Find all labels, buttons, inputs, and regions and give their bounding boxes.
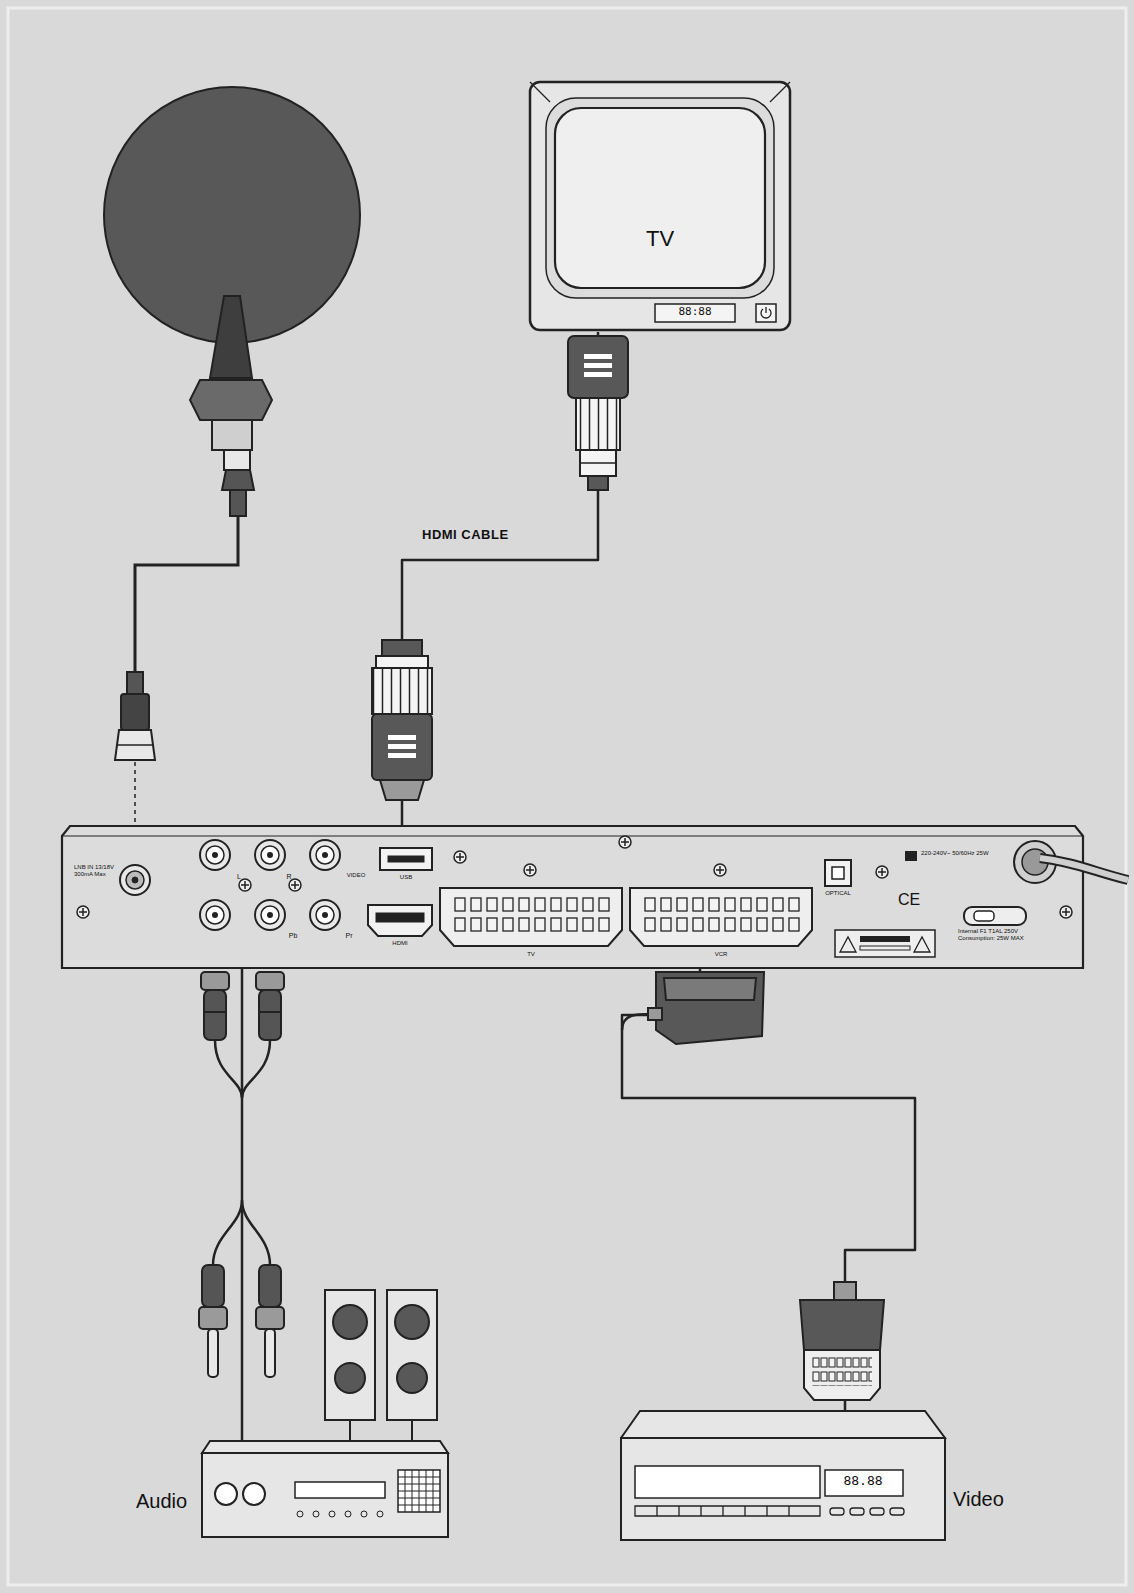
port-label: LNB IN 13/18V 300mA Max (74, 864, 118, 878)
display-digits: 88:88 (657, 306, 733, 319)
port-label: USB (392, 874, 420, 881)
hdmi-plugs (372, 336, 628, 800)
port-label: Pb (285, 932, 301, 940)
device-label: Video (953, 1488, 1033, 1511)
port-label: L (234, 873, 244, 881)
device-label: Audio (136, 1490, 200, 1513)
satellite-dish (104, 87, 360, 864)
port-label: Pr (341, 932, 357, 940)
port-label: HDMI (384, 940, 416, 947)
rating-label: 220-240V~ 50/60Hz 25W (921, 850, 1005, 857)
cable-connector (622, 968, 915, 1410)
page-frame (8, 8, 1126, 1585)
port-label: VCR (709, 951, 733, 958)
video-recorder: Video 88.88 (620, 1410, 1050, 1545)
display-digits: 88.88 (828, 1474, 898, 1489)
port-label: VIDEO (341, 872, 371, 879)
port-label: R (284, 873, 294, 881)
screw-symbols (77, 836, 1072, 918)
receiver-panel: LNB IN 13/18V 300mA MaxL R VIDEO Pb Pr USB HDM… (62, 826, 1084, 968)
receiver-back-panel (62, 826, 1128, 968)
port-label: OPTICAL (816, 890, 860, 897)
fuse-label: Internal F1 T1AL 250V Consumption: 25W M… (958, 928, 1038, 942)
cable-label: HDMI CABLE (420, 527, 511, 542)
tv-set: TV 88:88 (528, 80, 792, 332)
port-label: TV (521, 951, 541, 958)
ce-mark: CE (893, 891, 925, 909)
scart-plugs (622, 972, 884, 1400)
speakers (325, 1290, 437, 1440)
rca-cable (199, 972, 284, 1377)
video-recorder-outline (620, 1410, 1050, 1545)
audio-amplifier: Audio (130, 1440, 450, 1540)
tv-set-outline (528, 80, 792, 332)
device-label: TV (620, 226, 700, 251)
